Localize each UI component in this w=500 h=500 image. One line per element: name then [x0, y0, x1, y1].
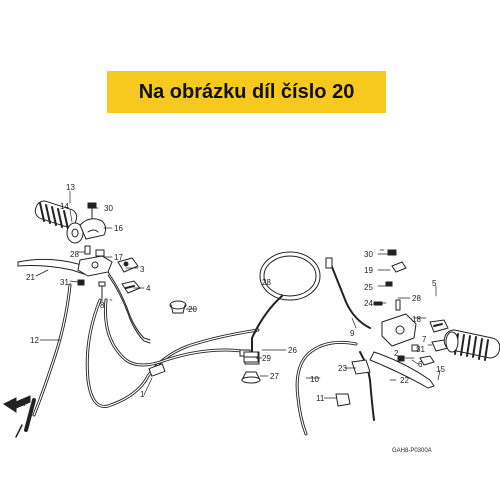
banner-text: Na obrázku díl číslo 20 — [138, 80, 355, 103]
part-label: 9 — [350, 329, 355, 338]
left-switch-wire — [107, 271, 151, 341]
part-label: 24 — [364, 299, 373, 308]
mirror — [244, 251, 321, 365]
right-grip — [443, 329, 500, 361]
part-label: 3 — [140, 265, 145, 274]
part-label: 30 — [364, 250, 373, 259]
part-label: 17 — [114, 253, 123, 262]
clutch-cable — [15, 283, 72, 438]
nut-29 — [243, 351, 259, 363]
nut-27 — [241, 371, 261, 384]
part-label: 28 — [262, 278, 271, 287]
front-direction-arrow — [3, 395, 31, 413]
screw-30-left — [87, 202, 97, 219]
part-label: 1 — [140, 390, 145, 399]
cable-10 — [295, 340, 358, 436]
part-label: 21 — [26, 273, 35, 282]
left-switch-housing — [79, 218, 107, 240]
highlight-banner: Na obrázku díl číslo 20 — [107, 71, 386, 113]
part-label: 18 — [412, 315, 421, 324]
part-label: 29 — [262, 354, 271, 363]
part-label: 4 — [146, 284, 151, 293]
part-label: 7 — [422, 335, 427, 344]
part-label: 10 — [310, 375, 319, 384]
switch-6 — [419, 355, 435, 366]
part-label: 14 — [60, 202, 69, 211]
part-label: 12 — [30, 336, 39, 345]
part-label: 15 — [436, 365, 445, 374]
clamp-11 — [335, 393, 351, 407]
part-label: 26 — [288, 346, 297, 355]
part-label: 22 — [400, 376, 409, 385]
part-label: 25 — [364, 283, 373, 292]
part-label: 23 — [338, 364, 347, 373]
part-label: 8 — [100, 301, 105, 310]
part-label: 27 — [270, 372, 279, 381]
part-label: 13 — [66, 183, 75, 192]
part-label: 2 — [394, 349, 399, 358]
part-number-labels: 1 2 3 4 5 6 7 8 9 10 11 12 13 14 15 16 1… — [14, 183, 445, 454]
part-label: 6 — [418, 360, 423, 369]
grommet-20 — [169, 300, 187, 314]
part-label: 28 — [70, 250, 79, 259]
bracket-23 — [351, 359, 371, 375]
left-grip — [34, 200, 84, 244]
part-label: 20 — [188, 305, 197, 314]
switch-5 — [429, 319, 449, 333]
part-label: 28 — [412, 294, 421, 303]
right-small-parts — [373, 249, 419, 362]
part-label: 19 — [364, 266, 373, 275]
part-label: 5 — [432, 279, 437, 288]
right-switch-housing-18 — [381, 313, 417, 347]
switch-3 — [117, 257, 139, 273]
right-lever — [369, 351, 435, 389]
part-label: 16 — [114, 224, 123, 233]
part-label: 31 — [416, 345, 425, 354]
left-switch-wire-2 — [107, 274, 151, 344]
cable-9 — [325, 257, 371, 329]
left-small-parts — [77, 245, 106, 299]
diagram-code: GAH8-P0300A — [392, 448, 432, 454]
leader-lines — [35, 190, 441, 399]
part-label: 30 — [104, 204, 113, 213]
part-label: 11 — [316, 394, 325, 403]
switch-4 — [121, 280, 141, 294]
throttle-cable — [85, 298, 260, 408]
part-label: 31 — [60, 278, 69, 287]
direction-label: FR. — [14, 401, 25, 408]
